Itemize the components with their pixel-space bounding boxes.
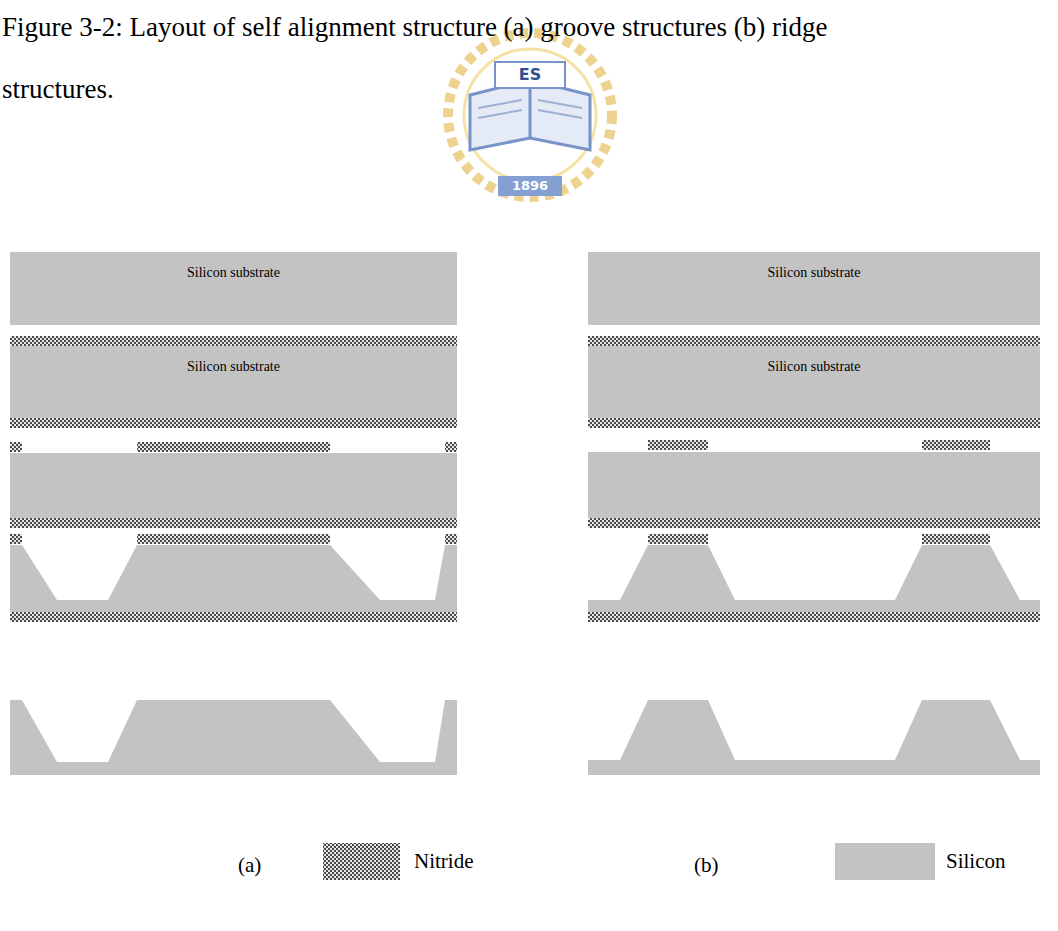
layer-label: Silicon substrate xyxy=(768,359,861,375)
legend-swatch xyxy=(323,843,400,880)
figure-caption: Figure 3-2: Layout of self alignment str… xyxy=(2,0,842,120)
substrate-layer: Silicon substrate xyxy=(588,346,1040,418)
panel-label: (a) xyxy=(238,853,261,878)
legend-swatch xyxy=(835,843,935,880)
logo-year: 1896 xyxy=(512,178,548,193)
substrate-layer: Silicon substrate xyxy=(10,252,457,325)
legend-label: Silicon xyxy=(946,849,1006,874)
silicon-wafer xyxy=(10,452,1040,775)
layer-label: Silicon substrate xyxy=(187,359,280,375)
layer-label: Silicon substrate xyxy=(768,265,861,281)
substrate-layer: Silicon substrate xyxy=(588,252,1040,325)
substrate-layer: Silicon substrate xyxy=(10,346,457,418)
nitride-layer xyxy=(10,336,1040,622)
panel-label: (b) xyxy=(694,853,719,878)
legend-label: Nitride xyxy=(414,849,473,874)
layer-label: Silicon substrate xyxy=(187,265,280,281)
university-logo xyxy=(448,33,612,197)
logo-letters: ES xyxy=(519,65,541,84)
